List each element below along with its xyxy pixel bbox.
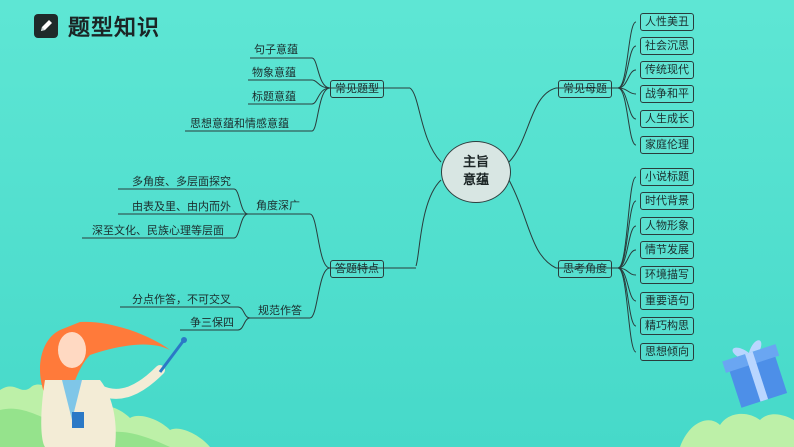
branch-dati-tedian: 答题特点 bbox=[330, 260, 384, 278]
leaf-juzi-yiyun: 句子意蕴 bbox=[254, 43, 298, 56]
leaf-chuantong-xiandai: 传统现代 bbox=[640, 61, 694, 79]
pencil-square-icon bbox=[34, 14, 58, 38]
center-label-line2: 意蕴 bbox=[462, 173, 489, 188]
leaf-fendian-zuoda: 分点作答，不可交叉 bbox=[132, 293, 231, 306]
leaf-zhongyao-yuju: 重要语句 bbox=[640, 292, 694, 310]
header: 题型知识 bbox=[34, 10, 160, 42]
branch-changjian-tixing: 常见题型 bbox=[330, 80, 384, 98]
leaf-qingjie-fazhan: 情节发展 bbox=[640, 241, 694, 259]
leaf-duo-jiaodu: 多角度、多层面探究 bbox=[132, 175, 231, 188]
leaf-huanjing-miaoxie: 环境描写 bbox=[640, 266, 694, 284]
page-title: 题型知识 bbox=[68, 16, 161, 41]
leaf-sixiang-qingxiang: 思想倾向 bbox=[640, 343, 694, 361]
branch-sikao-jiaodu: 思考角度 bbox=[558, 260, 612, 278]
leaf-zhanzheng-heping: 战争和平 bbox=[640, 85, 694, 103]
gift-box-decoration bbox=[680, 340, 794, 447]
character-illustration bbox=[0, 321, 210, 447]
leaf-biaoti-yiyun: 标题意蕴 bbox=[252, 90, 296, 103]
leaf-renxing-meichou: 人性美丑 bbox=[640, 13, 694, 31]
center-label-line1: 主旨 bbox=[462, 155, 489, 170]
leaf-shen-zhi-wenhua: 深至文化、民族心理等层面 bbox=[92, 224, 224, 237]
leaf-jingqiao-gousi: 精巧构思 bbox=[640, 317, 694, 335]
leaf-renwu-xingxiang: 人物形象 bbox=[640, 217, 694, 235]
leaf-xiaoshuo-biaoti: 小说标题 bbox=[640, 168, 694, 186]
center-node: 主旨 意蕴 bbox=[441, 141, 511, 203]
leaf-shehui-chensi: 社会沉思 bbox=[640, 37, 694, 55]
leaf-wuxiang-yiyun: 物象意蕴 bbox=[252, 66, 296, 79]
leaf-zheng-san-bao-si: 争三保四 bbox=[190, 316, 234, 329]
branch-changjian-muti: 常见母题 bbox=[558, 80, 612, 98]
leaf-rensheng-chengzhang: 人生成长 bbox=[640, 110, 694, 128]
leaf-you-biao-ji-li: 由表及里、由内而外 bbox=[132, 200, 231, 213]
sub-guifan-zuoda: 规范作答 bbox=[258, 304, 302, 317]
leaf-sixiang-qinggan-yiyun: 思想意蕴和情感意蕴 bbox=[190, 117, 289, 130]
sub-jiaodu-shenguang: 角度深广 bbox=[256, 199, 300, 212]
leaf-shidai-beijing: 时代背景 bbox=[640, 192, 694, 210]
leaf-jiating-lunli: 家庭伦理 bbox=[640, 136, 694, 154]
